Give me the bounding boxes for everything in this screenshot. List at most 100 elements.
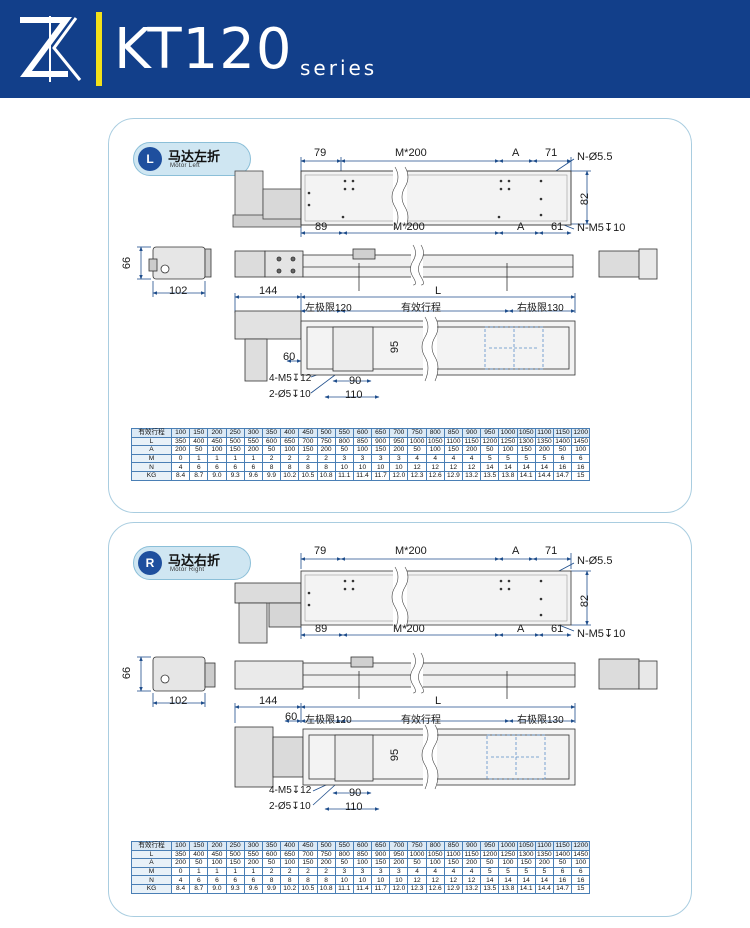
table-cell: 50 <box>552 858 573 868</box>
table-cell: 50 <box>261 858 282 868</box>
table-cell: 550 <box>334 841 354 851</box>
dim-60: 60 <box>285 711 298 723</box>
table-cell: 11.7 <box>371 470 391 481</box>
table-cell: 10 <box>352 875 373 885</box>
table-cell: 13.8 <box>498 883 518 894</box>
table-cell: 15 <box>571 470 591 481</box>
table-cell: 11.1 <box>334 883 354 894</box>
table-cell: 950 <box>389 849 409 860</box>
table-cell: 200 <box>243 858 263 868</box>
dim-m200-bottom: M*200 <box>393 623 425 635</box>
motor-left-badge: L 马达左折 Motor Left <box>133 142 251 176</box>
table-cell: 650 <box>371 428 391 438</box>
table-cell: 300 <box>243 428 263 438</box>
table-cell: 650 <box>280 436 300 447</box>
table-cell: 14 <box>516 875 536 885</box>
table-cell: 2 <box>298 866 318 877</box>
table-cell: 50 <box>261 445 282 455</box>
row-header: N <box>131 875 172 885</box>
table-cell: 1100 <box>443 436 464 447</box>
table-cell: 8.4 <box>170 883 191 894</box>
table-cell: 13.8 <box>498 470 518 481</box>
table-cell: 12 <box>407 462 427 472</box>
table-cell: 16 <box>552 462 573 472</box>
motor-left-panel: L 马达左折 Motor Left <box>108 118 692 513</box>
table-cell: 6 <box>225 875 245 885</box>
table-cell: 900 <box>371 849 391 860</box>
table-cell: 16 <box>571 875 591 885</box>
table-cell: 50 <box>334 445 354 455</box>
table-cell: 350 <box>170 849 191 860</box>
badge-subtitle: Motor Right <box>170 567 205 573</box>
table-cell: 11.4 <box>352 470 373 481</box>
table-cell: 6 <box>189 462 209 472</box>
table-cell: 0 <box>170 866 191 877</box>
table-cell: 100 <box>498 445 518 455</box>
table-cell: 14 <box>480 462 500 472</box>
table-cell: 400 <box>189 849 209 860</box>
table-cell: 100 <box>571 445 591 455</box>
row-header: 有效行程 <box>131 428 172 438</box>
table-cell: 1250 <box>498 436 518 447</box>
table-cell: 50 <box>189 445 209 455</box>
table-cell: 400 <box>280 841 300 851</box>
table-cell: 14.4 <box>534 470 554 481</box>
dim-right-limit: 右极限130 <box>517 715 564 726</box>
table-cell: 14.1 <box>516 883 536 894</box>
table-cell: 9.0 <box>207 470 227 481</box>
table-cell: 150 <box>189 428 209 438</box>
table-cell: 8 <box>316 462 336 472</box>
table-cell: 800 <box>425 841 445 851</box>
badge-subtitle: Motor Left <box>170 163 201 169</box>
table-cell: 10 <box>334 875 354 885</box>
dim-66: 66 <box>121 256 134 270</box>
table-cell: 15 <box>571 883 591 894</box>
table-cell: 5 <box>480 866 500 877</box>
dim-95: 95 <box>389 340 402 354</box>
dim-tapped-holes: N-M5↧10 <box>577 628 626 640</box>
table-cell: 3 <box>334 453 354 464</box>
dim-hole-diameter: N-Ø5.5 <box>577 555 613 567</box>
dim-71: 71 <box>545 545 558 557</box>
table-cell: 200 <box>461 445 482 455</box>
table-cell: 2 <box>280 866 300 877</box>
table-cell: 100 <box>170 428 191 438</box>
table-cell: 450 <box>207 849 227 860</box>
table-cell: 1 <box>225 866 245 877</box>
page-header: KT120 series <box>0 0 750 98</box>
table-cell: 100 <box>571 858 591 868</box>
table-cell: 50 <box>552 445 573 455</box>
table-cell: 750 <box>407 841 427 851</box>
motor-left-drawing <box>137 157 658 399</box>
table-cell: 14 <box>480 875 500 885</box>
table-cell: 1 <box>243 866 263 877</box>
table-cell: 12.3 <box>407 470 427 481</box>
dim-m200-top: M*200 <box>395 545 427 557</box>
table-cell: 1050 <box>516 428 536 438</box>
table-cell: 5 <box>516 866 536 877</box>
row-header: L <box>131 849 172 860</box>
table-cell: 150 <box>371 445 391 455</box>
table-cell: 150 <box>189 841 209 851</box>
row-header: A <box>131 858 172 868</box>
table-cell: 8.4 <box>170 470 191 481</box>
table-cell: 100 <box>352 858 373 868</box>
table-cell: 1250 <box>498 849 518 860</box>
table-cell: 1350 <box>534 436 554 447</box>
table-cell: 900 <box>461 428 482 438</box>
table-cell: 50 <box>334 858 354 868</box>
table-cell: 10 <box>334 462 354 472</box>
table-cell: 1 <box>189 866 209 877</box>
table-cell: 1000 <box>407 849 427 860</box>
dim-110: 110 <box>345 801 363 813</box>
table-cell: 1100 <box>443 849 464 860</box>
row-header: KG <box>131 883 172 894</box>
table-cell: 4 <box>425 866 445 877</box>
dim-m200-bottom: M*200 <box>393 221 425 233</box>
dim-90: 90 <box>349 787 362 799</box>
dim-a-top: A <box>512 147 520 159</box>
